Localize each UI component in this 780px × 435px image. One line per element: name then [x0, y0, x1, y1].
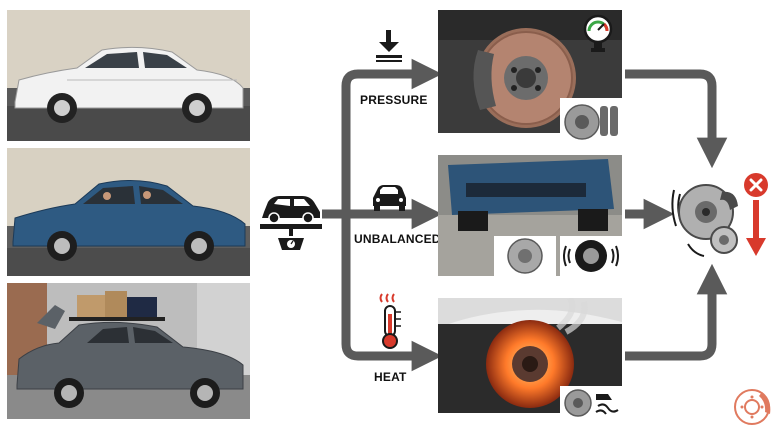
photo-loaded-car: [7, 283, 250, 419]
vibrating-wheel-icon: [560, 236, 622, 276]
disc-and-skid-icon: [560, 386, 622, 420]
red-down-arrow-icon: [746, 200, 766, 256]
pressure-gauge-icon: [583, 14, 613, 52]
label-unbalanced: UNBALANCED: [354, 232, 441, 246]
label-pressure: PRESSURE: [360, 93, 428, 107]
photo-brake-disc-heat: [438, 298, 622, 413]
arrow-pressure-to-result: [625, 69, 728, 169]
photo-blue-car: [7, 148, 250, 276]
arrow-to-heat: [341, 214, 443, 372]
red-x-icon: [744, 173, 768, 197]
arrow-to-pressure: [341, 58, 443, 214]
thermometer-heat-icon: [379, 293, 401, 349]
photo-white-car: [7, 10, 250, 141]
front-car-icon: [373, 185, 406, 211]
arrow-heat-to-result: [625, 263, 728, 361]
downward-pressure-arrow-icon: [376, 30, 402, 62]
warped-brake-disc-icon: [671, 184, 738, 257]
label-heat: HEAT: [374, 370, 407, 384]
car-on-scale-icon: [260, 196, 322, 250]
brake-disc-logo-icon: [734, 389, 771, 425]
brake-disc-icon: [494, 236, 556, 276]
disc-and-pads-icon: [560, 98, 622, 144]
